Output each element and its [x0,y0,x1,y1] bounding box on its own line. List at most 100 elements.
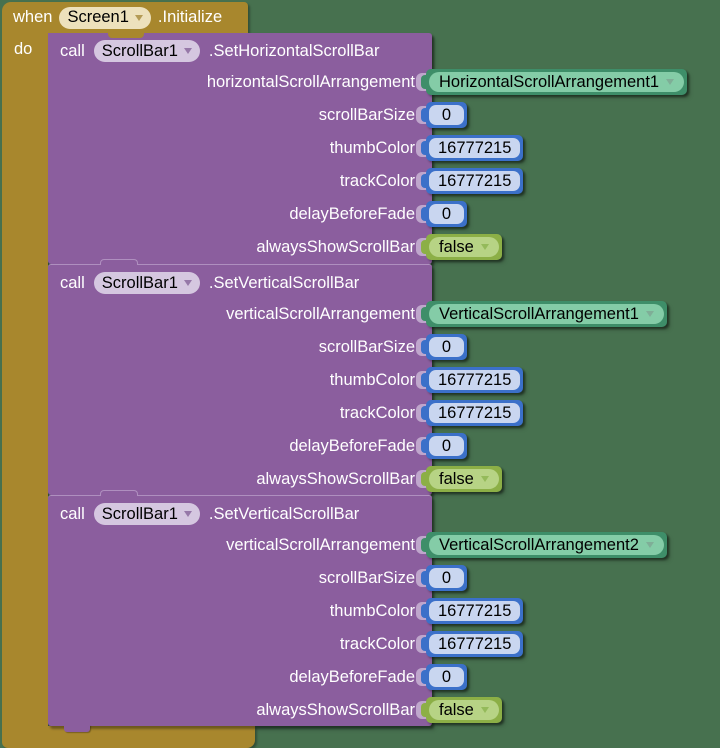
number-value[interactable]: 0 [429,436,464,456]
scrollbar-component-name: ScrollBar1 [101,41,178,60]
param-row-track-color: trackColor 16777215 [48,631,524,657]
number-value-block[interactable]: 16777215 [420,168,524,194]
component-value-block[interactable]: VerticalScrollArrangement1 [421,301,667,327]
method-name: .SetHorizontalScrollBar [208,41,380,60]
number-value-block[interactable]: 16777215 [420,598,524,624]
number-value[interactable]: 16777215 [429,634,521,654]
param-row-always-show-scrollbar: alwaysShowScrollBar false [48,234,502,260]
number-value[interactable]: 0 [429,204,464,224]
event-name: .Initialize [157,8,223,26]
do-slot-blocks: call ScrollBar1 .SetHorizontalScrollBar … [48,33,688,732]
param-label: thumbColor [329,139,415,157]
number-value-block[interactable]: 0 [421,201,467,227]
number-value[interactable]: 0 [429,568,464,588]
statement-connector-tab [108,33,144,38]
number-value[interactable]: 0 [429,667,464,687]
component-value-label: VerticalScrollArrangement2 [439,535,639,554]
do-slot-label: do [2,33,48,726]
chevron-down-icon[interactable] [183,280,192,286]
param-label: trackColor [339,404,415,422]
number-value-block[interactable]: 0 [421,102,467,128]
param-label: verticalScrollArrangement [226,536,415,554]
param-row-always-show-scrollbar: alwaysShowScrollBar false [48,466,502,492]
number-value[interactable]: 16777215 [429,601,521,621]
param-row-track-color: trackColor 16777215 [48,168,524,194]
number-value-block[interactable]: 16777215 [420,631,524,657]
number-value[interactable]: 0 [429,105,464,125]
component-value-label: VerticalScrollArrangement1 [439,304,639,323]
param-row-always-show-scrollbar: alwaysShowScrollBar false [48,697,502,723]
scrollbar-component-name: ScrollBar1 [101,504,178,523]
chevron-down-icon[interactable] [666,79,675,85]
param-label: trackColor [339,635,415,653]
when-block-header[interactable]: when Screen1 .Initialize [2,2,248,33]
when-keyword: when [13,8,53,26]
param-label: alwaysShowScrollBar [256,701,415,719]
number-value[interactable]: 16777215 [429,370,521,390]
number-value-block[interactable]: 16777215 [420,400,524,426]
param-row-track-color: trackColor 16777215 [48,400,524,426]
param-label: scrollBarSize [318,569,415,587]
logic-value-label: false [439,237,474,256]
chevron-down-icon[interactable] [183,48,192,54]
chevron-down-icon[interactable] [480,244,489,250]
number-value-block[interactable]: 0 [421,664,467,690]
scrollbar-component-dropdown[interactable]: ScrollBar1 [93,503,200,525]
call-block-set-horizontal-scrollbar[interactable]: call ScrollBar1 .SetHorizontalScrollBar … [48,33,688,264]
component-value-label: HorizontalScrollArrangement1 [439,72,660,91]
param-label: delayBeforeFade [289,668,415,686]
logic-value-label: false [439,469,474,488]
param-row-delay-before-fade: delayBeforeFade 0 [48,664,467,690]
number-value[interactable]: 16777215 [429,138,521,158]
param-label: alwaysShowScrollBar [256,470,415,488]
param-row-thumb-color: thumbColor 16777215 [48,135,524,161]
param-label: thumbColor [329,602,415,620]
chevron-down-icon[interactable] [183,511,192,517]
param-row-delay-before-fade: delayBeforeFade 0 [48,433,467,459]
number-value-block[interactable]: 16777215 [420,367,524,393]
param-row-horizontal-scroll-arrangement: horizontalScrollArrangement HorizontalSc… [48,69,688,95]
call-keyword: call [60,41,85,60]
chevron-down-icon[interactable] [645,311,654,317]
number-value-block[interactable]: 0 [421,334,467,360]
logic-value-block[interactable]: false [421,234,502,260]
number-value[interactable]: 16777215 [429,403,521,423]
param-label: delayBeforeFade [289,205,415,223]
number-value-block[interactable]: 0 [421,565,467,591]
param-label: scrollBarSize [318,338,415,356]
call-keyword: call [60,504,85,523]
chevron-down-icon[interactable] [645,542,654,548]
call-block-set-vertical-scrollbar-2[interactable]: call ScrollBar1 .SetVerticalScrollBar ve… [48,490,667,732]
statement-connector-tab [100,259,138,265]
param-label: horizontalScrollArrangement [206,73,415,91]
param-label: verticalScrollArrangement [226,305,415,323]
chevron-down-icon[interactable] [480,476,489,482]
call-keyword: call [60,273,85,292]
number-value[interactable]: 16777215 [429,171,521,191]
component-value-block[interactable]: VerticalScrollArrangement2 [421,532,667,558]
param-row-vertical-scroll-arrangement: verticalScrollArrangement VerticalScroll… [48,532,667,558]
scrollbar-component-dropdown[interactable]: ScrollBar1 [93,40,200,62]
component-value-block[interactable]: HorizontalScrollArrangement1 [420,69,688,95]
statement-connector-tab [100,490,138,496]
call-block-set-vertical-scrollbar-1[interactable]: call ScrollBar1 .SetVerticalScrollBar ve… [48,259,667,495]
method-name: .SetVerticalScrollBar [208,273,360,292]
param-row-scrollbar-size: scrollBarSize 0 [48,334,467,360]
logic-value-block[interactable]: false [421,697,502,723]
chevron-down-icon[interactable] [134,14,143,21]
scrollbar-component-dropdown[interactable]: ScrollBar1 [93,272,200,294]
logic-value-block[interactable]: false [421,466,502,492]
when-block-footer [2,726,255,748]
number-value[interactable]: 0 [429,337,464,357]
param-row-scrollbar-size: scrollBarSize 0 [48,102,467,128]
screen-component-name: Screen1 [67,8,129,26]
number-value-block[interactable]: 0 [421,433,467,459]
chevron-down-icon[interactable] [480,707,489,713]
number-value-block[interactable]: 16777215 [420,135,524,161]
screen-component-dropdown[interactable]: Screen1 [59,6,151,29]
when-screen1-initialize-block[interactable]: when Screen1 .Initialize do call ScrollB… [2,2,688,748]
param-row-delay-before-fade: delayBeforeFade 0 [48,201,467,227]
scrollbar-component-name: ScrollBar1 [101,273,178,292]
param-row-scrollbar-size: scrollBarSize 0 [48,565,467,591]
param-row-vertical-scroll-arrangement: verticalScrollArrangement VerticalScroll… [48,301,667,327]
